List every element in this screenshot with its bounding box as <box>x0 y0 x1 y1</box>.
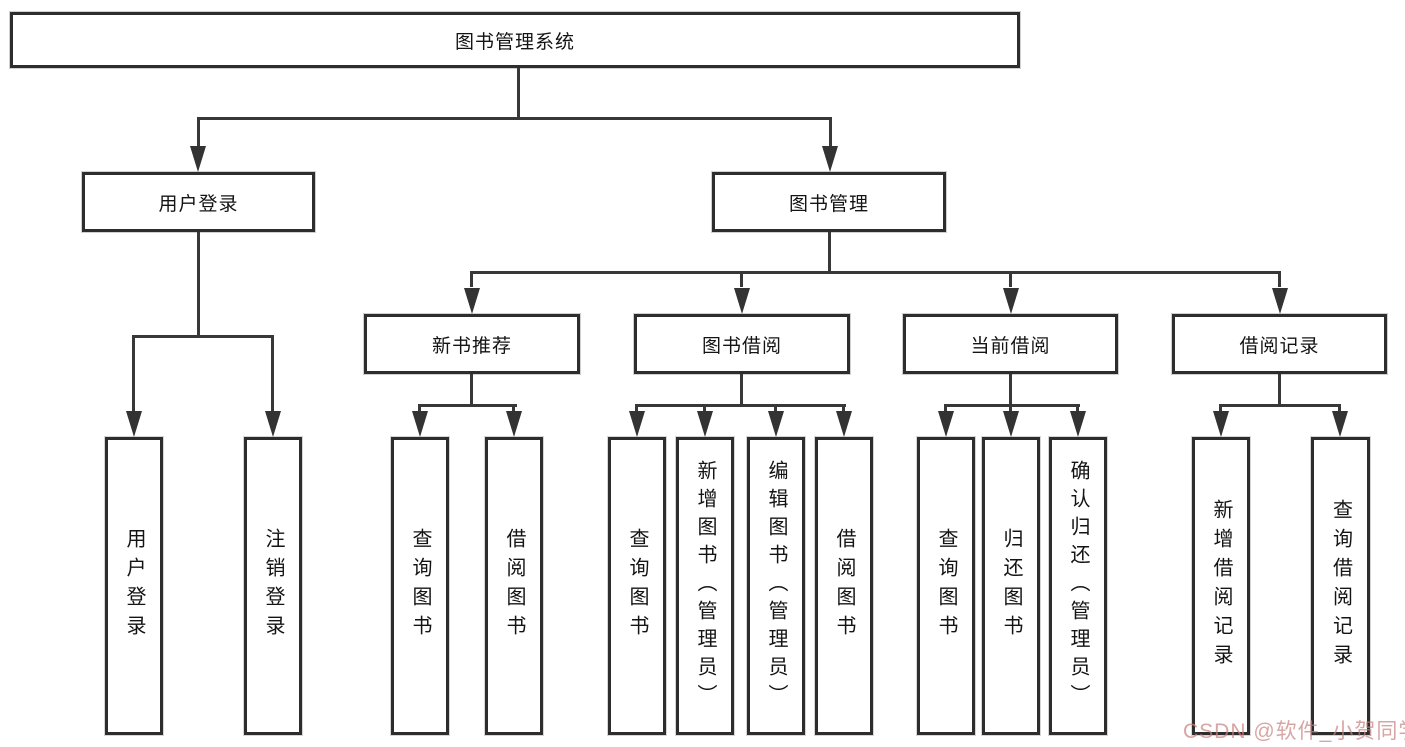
connector-drop <box>1278 271 1281 287</box>
arrow-down-icon <box>265 411 281 437</box>
connector-bar <box>418 404 517 407</box>
leaf-edit-books-admin: 编辑图书（管理员） <box>747 437 805 735</box>
connector-stem <box>1009 374 1012 407</box>
arrow-down-icon <box>734 288 750 314</box>
node-new-book-recommendation: 新书推荐 <box>364 314 580 374</box>
arrow-down-icon <box>464 288 480 314</box>
leaf-borrow-books-2: 借阅图书 <box>815 437 873 735</box>
connector-book-management-stem <box>828 232 831 274</box>
leaf-label: 查询图书 <box>409 528 431 644</box>
leaf-label: 查询图书 <box>626 528 648 644</box>
arrow-down-icon <box>1003 288 1019 314</box>
connector-book-management-bar <box>470 271 1281 274</box>
connector-user-login-stem <box>197 232 200 338</box>
leaf-label: 借阅图书 <box>833 528 855 644</box>
connector-stem <box>1278 374 1281 407</box>
leaf-label: 借阅图书 <box>503 528 525 644</box>
arrow-down-icon <box>1332 411 1348 437</box>
connector-drop <box>1076 404 1079 416</box>
node-label: 用户登录 <box>158 193 239 215</box>
connector-stem <box>470 374 473 407</box>
leaf-label: 新增借阅记录 <box>1210 499 1232 673</box>
connector-drop <box>774 404 777 416</box>
arrow-down-icon <box>697 411 713 437</box>
arrow-down-icon <box>938 411 954 437</box>
node-label: 新书推荐 <box>431 335 512 357</box>
leaf-label: 确认归还（管理员） <box>1067 460 1089 712</box>
leaf-confirm-return-admin: 确认归还（管理员） <box>1049 437 1107 735</box>
connector-bar <box>635 404 846 407</box>
arrow-down-icon <box>1070 411 1086 437</box>
leaf-label: 查询图书 <box>935 528 957 644</box>
connector-drop <box>703 404 706 416</box>
node-book-management: 图书管理 <box>712 172 946 232</box>
connector-drop-user-login <box>197 117 200 151</box>
connector-drop <box>842 404 845 416</box>
connector-drop <box>470 271 473 287</box>
leaf-label: 查询借阅记录 <box>1329 499 1352 673</box>
connector-root-bar <box>197 117 832 120</box>
arrow-down-icon <box>1213 411 1229 437</box>
arrow-down-icon <box>836 411 852 437</box>
node-label: 图书管理 <box>788 193 869 215</box>
connector-drop <box>635 404 638 416</box>
arrow-down-icon <box>1272 288 1288 314</box>
leaf-return-books: 归还图书 <box>982 437 1040 735</box>
connector-root-stem <box>517 68 520 119</box>
leaf-add-books-admin: 新增图书（管理员） <box>676 437 734 735</box>
connector-bar <box>1219 404 1341 407</box>
leaf-query-books-2: 查询图书 <box>608 437 666 735</box>
leaf-label: 注销登录 <box>262 528 284 644</box>
arrow-down-icon <box>190 146 206 172</box>
connector-drop <box>1009 271 1012 287</box>
connector-bar <box>944 404 1080 407</box>
connector-drop <box>740 271 743 287</box>
node-label: 借阅记录 <box>1239 335 1320 357</box>
connector-drop <box>132 335 135 415</box>
arrow-down-icon <box>822 146 838 172</box>
node-current-borrowing: 当前借阅 <box>903 314 1118 374</box>
leaf-label: 新增图书（管理员） <box>694 460 716 712</box>
node-user-login: 用户登录 <box>82 172 315 232</box>
arrow-down-icon <box>629 411 645 437</box>
arrow-down-icon <box>126 411 142 437</box>
leaf-query-books-1: 查询图书 <box>391 437 449 735</box>
leaf-query-borrow-record: 查询借阅记录 <box>1311 437 1370 735</box>
connector-drop <box>1009 404 1012 416</box>
node-library-management-system: 图书管理系统 <box>10 12 1020 68</box>
leaf-borrow-books-1: 借阅图书 <box>485 437 543 735</box>
leaf-add-borrow-record: 新增借阅记录 <box>1192 437 1250 735</box>
connector-drop <box>271 335 274 415</box>
node-label: 图书管理系统 <box>454 31 575 53</box>
leaf-query-books-3: 查询图书 <box>917 437 975 735</box>
leaf-label: 编辑图书（管理员） <box>765 460 787 712</box>
leaf-user-login: 用户登录 <box>105 437 163 735</box>
leaf-label: 归还图书 <box>1000 528 1022 644</box>
csdn-watermark: CSDN @软件_小贺同学 <box>1183 720 1405 743</box>
arrow-down-icon <box>1003 411 1019 437</box>
connector-drop <box>1219 404 1222 416</box>
arrow-down-icon <box>506 411 522 437</box>
leaf-logout: 注销登录 <box>244 437 302 735</box>
node-book-borrowing: 图书借阅 <box>634 314 850 374</box>
node-borrowing-records: 借阅记录 <box>1172 314 1387 374</box>
node-label: 图书借阅 <box>701 335 782 357</box>
connector-drop <box>512 404 515 416</box>
leaf-label: 用户登录 <box>123 528 145 644</box>
connector-stem <box>740 374 743 407</box>
connector-drop-book-management <box>829 117 832 151</box>
connector-drop <box>944 404 947 416</box>
node-label: 当前借阅 <box>970 335 1051 357</box>
connector-user-login-bar <box>132 335 274 338</box>
arrow-down-icon <box>768 411 784 437</box>
connector-drop <box>418 404 421 416</box>
arrow-down-icon <box>412 411 428 437</box>
connector-drop <box>1338 404 1341 416</box>
